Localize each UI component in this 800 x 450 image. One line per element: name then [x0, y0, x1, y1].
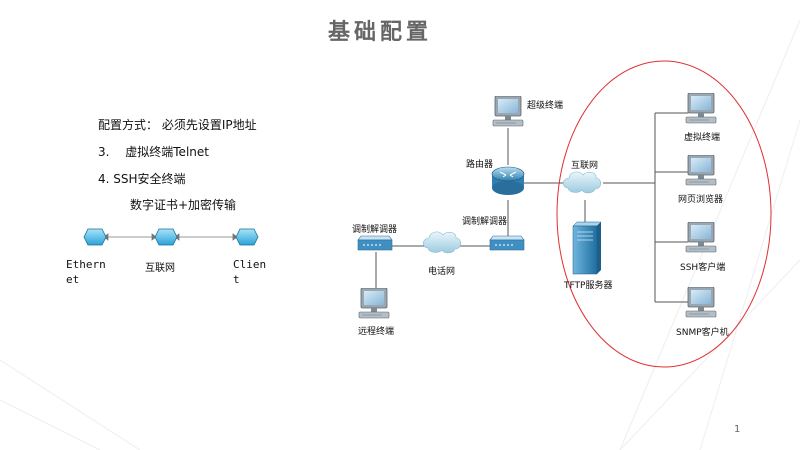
flow-label-client-line1: Clien	[233, 258, 267, 271]
ssh-client-icon	[685, 222, 717, 253]
internet-cloud-icon	[562, 171, 602, 194]
page-title: 基础配置	[327, 19, 432, 45]
router-icon	[491, 166, 525, 195]
remote-terminal-icon	[358, 288, 390, 319]
label-web-browser: 网页浏览器	[678, 195, 724, 205]
flow-label-ethernet-line2: et	[66, 273, 80, 286]
config-item-ssh: 4. SSH安全终端	[98, 172, 186, 186]
label-super-terminal: 超级终端	[527, 101, 564, 111]
label-modem-left: 调制解调器	[352, 225, 398, 235]
phone-network-cloud-icon	[422, 231, 462, 254]
ethernet-node	[83, 228, 107, 246]
network-links	[375, 112, 688, 303]
label-phone-network: 电话网	[428, 267, 456, 277]
tftp-server-icon	[572, 221, 602, 275]
label-internet: 互联网	[571, 161, 599, 171]
client-node	[235, 228, 259, 246]
flow-connector-2	[174, 233, 238, 241]
snmp-client-icon	[685, 287, 717, 318]
page-number: 1	[734, 424, 741, 435]
flow-label-ethernet-line1: Ethern	[66, 258, 106, 271]
web-browser-icon	[685, 155, 717, 186]
config-method-text: 配置方式： 必须先设置IP地址	[98, 118, 257, 132]
label-virtual-terminal: 虚拟终端	[684, 133, 721, 143]
label-modem-right: 调制解调器	[462, 217, 508, 227]
highlight-ellipse	[556, 60, 772, 368]
label-ssh-client: SSH客户端	[680, 263, 726, 273]
internet-node	[154, 228, 178, 246]
label-router: 路由器	[466, 160, 494, 170]
flow-label-internet: 互联网	[145, 263, 175, 274]
modem-left-icon	[357, 235, 393, 251]
label-remote-terminal: 远程终端	[358, 327, 395, 337]
config-ssh-subtext: 数字证书+加密传输	[130, 198, 237, 212]
super-terminal-icon	[492, 96, 524, 127]
flow-connector-1	[103, 233, 157, 241]
virtual-terminal-icon	[685, 93, 717, 124]
label-tftp-server: TFTP服务器	[564, 281, 613, 291]
modem-right-icon	[489, 235, 525, 251]
flow-label-client-line2: t	[233, 273, 240, 286]
label-snmp-client: SNMP客户机	[676, 328, 729, 338]
config-item-telnet: 3. 虚拟终端Telnet	[98, 145, 209, 159]
